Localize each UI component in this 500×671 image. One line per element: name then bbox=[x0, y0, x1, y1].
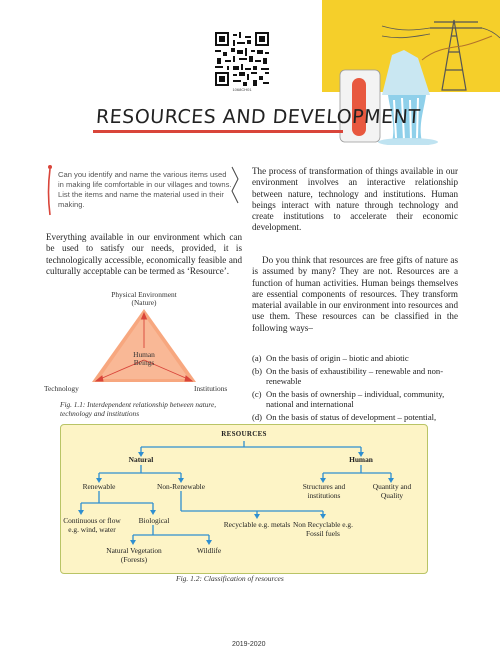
chart-node-natural: Natural bbox=[128, 455, 154, 464]
chart-node-structures: Structures and institutions bbox=[302, 482, 346, 500]
resource-definition-paragraph: Everything available in our environment … bbox=[46, 232, 242, 276]
list-item: (a) On the basis of origin – biotic and a… bbox=[252, 353, 458, 364]
triangle-graphic bbox=[92, 309, 196, 382]
chart-node-non-renewable: Non-Renewable bbox=[156, 482, 206, 491]
list-item-text: On the basis of exhaustibility – renewab… bbox=[266, 365, 444, 387]
chart-node-wildlife: Wildlife bbox=[196, 546, 222, 555]
list-item-label: (b) bbox=[252, 365, 263, 376]
chart-node-biological: Biological bbox=[138, 516, 170, 525]
right-paragraph-1: The process of transformation of things … bbox=[252, 166, 458, 233]
list-item-label: (d) bbox=[252, 411, 263, 422]
interdependence-diagram: Physical Environment (Nature) Human Bein… bbox=[44, 290, 244, 400]
chapter-title: RESOURCES AND DEVELOPMENT bbox=[95, 106, 422, 128]
diagram-label-institutions: Institutions bbox=[194, 384, 228, 393]
list-item-label: (a) bbox=[252, 353, 262, 363]
chart-node-non-recyclable: Non Recyclable e.g. Fossil fuels bbox=[293, 520, 353, 538]
question-box-frame bbox=[47, 165, 239, 216]
qr-caption: 1068CH01 bbox=[232, 87, 252, 92]
list-item: (c) On the basis of ownership – individua… bbox=[252, 389, 458, 410]
question-text: Can you identify and name the various it… bbox=[58, 170, 232, 209]
chart-node-renewable: Renewable bbox=[82, 482, 116, 491]
diagram-label-human-line1: Human bbox=[133, 350, 155, 359]
footer-year: 2019-2020 bbox=[232, 641, 266, 648]
classification-list: (a) On the basis of origin – biotic and a… bbox=[252, 353, 458, 435]
diagram-label-nature-line2: (Nature) bbox=[131, 298, 157, 307]
diagram-label-nature-line1: Physical Environment bbox=[111, 290, 177, 299]
diagram-label-human-line2: Beings bbox=[133, 358, 155, 367]
list-item-label: (c) bbox=[252, 388, 262, 399]
chart-node-recyclable: Recyclable e.g. metals bbox=[223, 520, 291, 529]
chart-node-continuous: Continuous or flow e.g. wind, water bbox=[63, 516, 121, 534]
list-item: (b)On the basis of exhaustibility – rene… bbox=[252, 366, 458, 387]
list-item-text: On the basis of origin – biotic and abio… bbox=[266, 353, 409, 363]
title-underline bbox=[93, 130, 343, 133]
header-illustration bbox=[322, 0, 500, 146]
diagram-label-technology: Technology bbox=[44, 384, 79, 393]
figure-2-caption: Fig. 1.2: Classification of resources bbox=[176, 574, 284, 583]
right-paragraph-2: Do you think that resources are free gif… bbox=[252, 255, 458, 333]
chart-connectors bbox=[78, 441, 394, 545]
chart-node-natural-vegetation: Natural Vegetation (Forests) bbox=[106, 546, 162, 564]
chart-node-quantity: Quantity and Quality bbox=[372, 482, 412, 500]
qr-code bbox=[215, 32, 269, 86]
chart-node-resources: RESOURCES bbox=[221, 430, 267, 438]
resource-classification-chart: RESOURCES Natural Human Renewable Non-Re… bbox=[60, 424, 428, 574]
chart-node-human: Human bbox=[349, 455, 373, 464]
list-item-text: On the basis of ownership – individual, … bbox=[266, 388, 445, 410]
figure-1-caption: Fig. 1.1: Interdependent relationship be… bbox=[60, 400, 217, 418]
